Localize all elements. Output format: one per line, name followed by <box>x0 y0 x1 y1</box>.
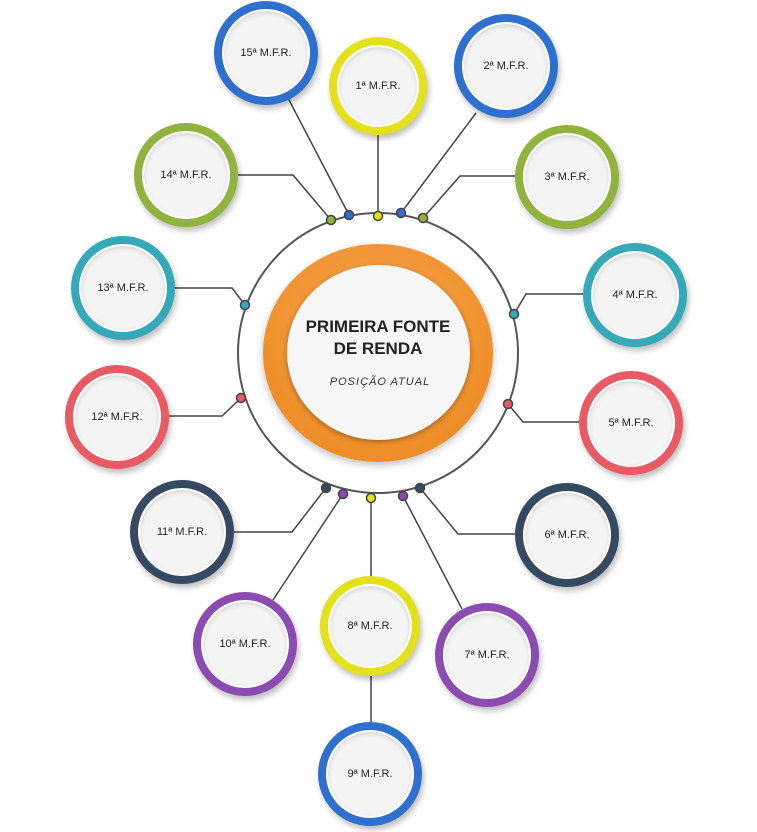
connector-dot-14 <box>325 214 337 226</box>
node-label-9: 9ª M.F.R. <box>347 768 393 780</box>
node-11: 11ª M.F.R. <box>130 480 234 584</box>
node-9: 9ª M.F.R. <box>318 722 422 826</box>
node-3: 3ª M.F.R. <box>515 125 619 229</box>
node-inner-6: 6ª M.F.R. <box>523 491 611 579</box>
node-label-7: 7ª M.F.R. <box>464 649 510 661</box>
node-inner-5: 5ª M.F.R. <box>587 379 675 467</box>
node-inner-14: 14ª M.F.R. <box>142 131 230 219</box>
connector-line-10 <box>272 493 344 601</box>
connector-line-6 <box>419 487 516 535</box>
node-5: 5ª M.F.R. <box>579 371 683 475</box>
node-4: 4ª M.F.R. <box>583 243 687 347</box>
connector-line-11 <box>234 487 327 533</box>
connector-dot-11 <box>320 482 332 494</box>
node-inner-8: 8ª M.F.R. <box>328 584 412 668</box>
node-label-14: 14ª M.F.R. <box>160 169 212 181</box>
center-subtitle: POSIÇÃO ATUAL <box>329 376 431 388</box>
connector-dot-13 <box>239 299 251 311</box>
connector-line-15 <box>287 97 350 216</box>
connector-dot-8 <box>365 492 377 504</box>
node-label-1: 1ª M.F.R. <box>355 80 401 92</box>
node-inner-13: 13ª M.F.R. <box>79 244 167 332</box>
node-inner-4: 4ª M.F.R. <box>591 251 679 339</box>
node-inner-3: 3ª M.F.R. <box>523 133 611 221</box>
connector-line-2 <box>400 112 477 214</box>
node-label-11: 11ª M.F.R. <box>156 526 208 538</box>
node-label-13: 13ª M.F.R. <box>97 282 149 294</box>
connector-line-3 <box>422 175 516 219</box>
connector-dot-5 <box>502 398 514 410</box>
connector-dot-10 <box>337 488 349 500</box>
node-inner-11: 11ª M.F.R. <box>138 488 226 576</box>
center-title: PRIMEIRA FONTE DE RENDA <box>305 317 451 358</box>
connector-line-13 <box>175 287 246 306</box>
node-14: 14ª M.F.R. <box>134 123 238 227</box>
node-15: 15ª M.F.R. <box>214 1 318 105</box>
node-7: 7ª M.F.R. <box>435 603 539 707</box>
node-inner-1: 1ª M.F.R. <box>337 45 419 127</box>
node-label-5: 5ª M.F.R. <box>608 417 654 429</box>
node-6: 6ª M.F.R. <box>515 483 619 587</box>
node-inner-15: 15ª M.F.R. <box>222 9 310 97</box>
connector-line-12 <box>169 397 242 417</box>
node-label-3: 3ª M.F.R. <box>544 171 590 183</box>
connector-dot-1 <box>372 210 384 222</box>
node-label-6: 6ª M.F.R. <box>544 529 590 541</box>
connector-dot-15 <box>343 209 355 221</box>
node-1: 1ª M.F.R. <box>329 37 427 135</box>
node-label-8: 8ª M.F.R. <box>347 620 393 632</box>
node-inner-9: 9ª M.F.R. <box>326 730 414 818</box>
connector-line-7 <box>402 495 463 610</box>
connector-dot-7 <box>397 490 409 502</box>
connector-line-14 <box>238 174 332 221</box>
node-label-12: 12ª M.F.R. <box>91 411 143 423</box>
node-13: 13ª M.F.R. <box>71 236 175 340</box>
node-label-10: 10ª M.F.R. <box>219 638 271 650</box>
center-circle <box>287 265 470 440</box>
node-inner-12: 12ª M.F.R. <box>73 373 161 461</box>
connector-line-4 <box>513 293 583 315</box>
node-inner-10: 10ª M.F.R. <box>201 600 289 688</box>
node-label-15: 15ª M.F.R. <box>240 47 292 59</box>
node-label-4: 4ª M.F.R. <box>612 289 658 301</box>
node-12: 12ª M.F.R. <box>65 365 169 469</box>
connector-dot-2 <box>395 207 407 219</box>
connector-dot-3 <box>417 212 429 224</box>
node-2: 2ª M.F.R. <box>454 14 558 118</box>
connector-dot-4 <box>508 308 520 320</box>
node-10: 10ª M.F.R. <box>193 592 297 696</box>
connector-dot-12 <box>235 392 247 404</box>
connector-line-5 <box>507 403 580 423</box>
node-inner-2: 2ª M.F.R. <box>462 22 550 110</box>
node-8: 8ª M.F.R. <box>320 576 420 676</box>
connector-dot-6 <box>414 482 426 494</box>
node-inner-7: 7ª M.F.R. <box>443 611 531 699</box>
node-label-2: 2ª M.F.R. <box>483 60 529 72</box>
